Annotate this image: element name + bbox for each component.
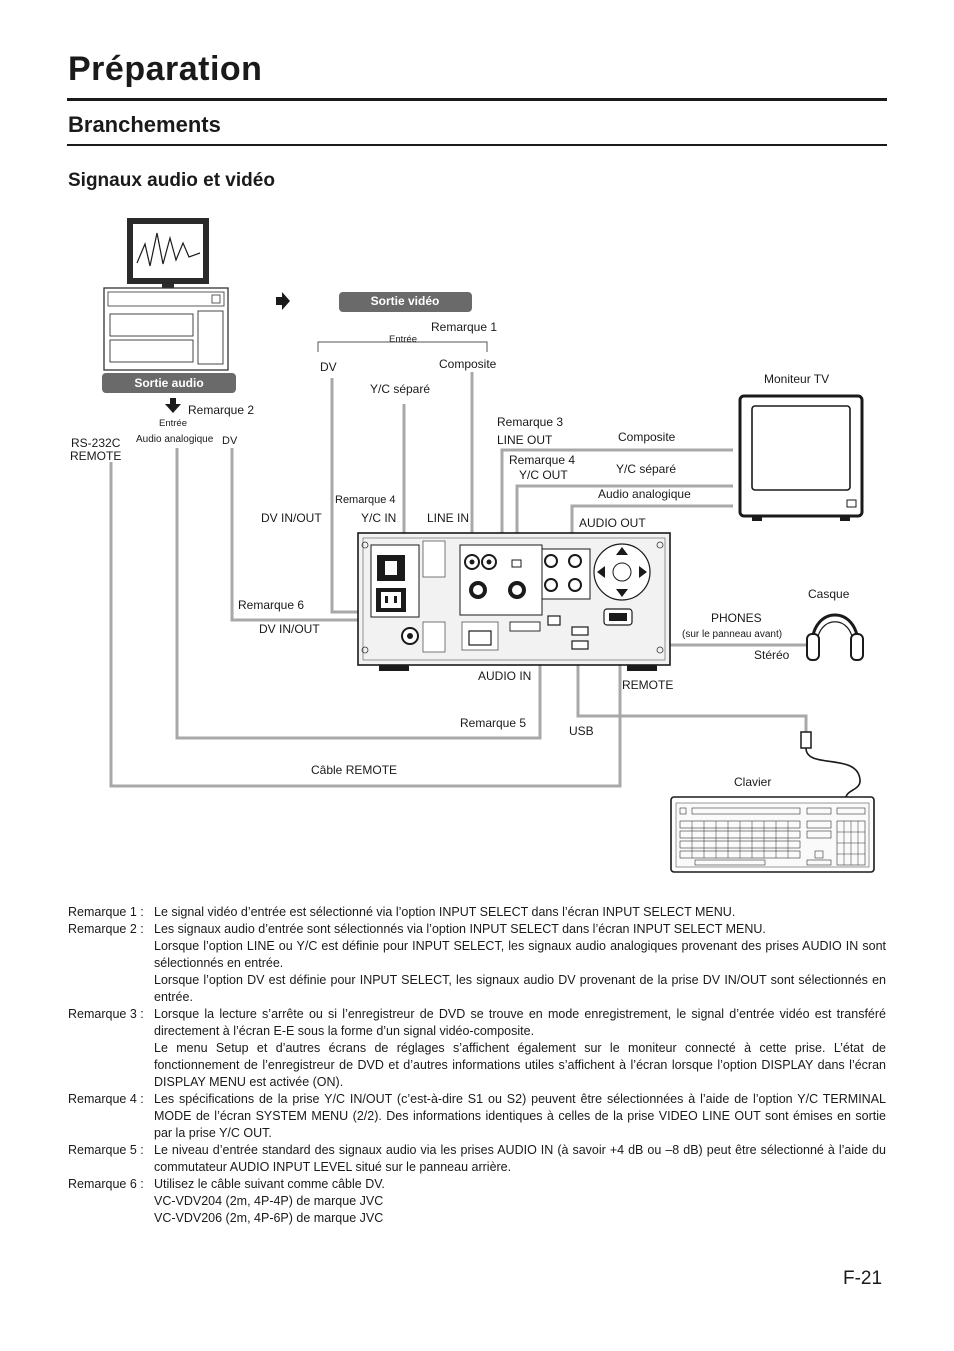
- sortie-video-badge: [339, 292, 472, 312]
- yc-separe-right-label: Y/C séparé: [616, 462, 676, 476]
- note-3: Remarque 3 : Lorsque la lecture s’arrête…: [68, 1006, 886, 1091]
- remote-label: REMOTE: [70, 449, 121, 463]
- composite-top-label: Composite: [439, 357, 497, 371]
- usb-label: USB: [569, 724, 594, 738]
- connection-diagram: Sortie audio Sortie vidéo Entrée Remarqu…: [70, 218, 875, 873]
- sortie-audio-badge: [102, 373, 236, 393]
- cable-dv-left: [230, 448, 360, 622]
- remarque-6-label: Remarque 6: [238, 598, 304, 612]
- clavier-label: Clavier: [734, 775, 771, 789]
- note-paragraph: Utilisez le câble suivant comme câble DV…: [154, 1177, 385, 1191]
- sortie-audio-label: Sortie audio: [134, 376, 203, 390]
- yc-separe-top-label: Y/C séparé: [370, 382, 430, 396]
- note-body: Utilisez le câble suivant comme câble DV…: [154, 1176, 886, 1227]
- audio-analogique-small-label: Audio analogique: [136, 434, 214, 445]
- remarque-1-label: Remarque 1: [431, 320, 497, 334]
- line-in-label: LINE IN: [427, 511, 469, 525]
- keyboard-icon: [670, 796, 875, 873]
- note-6: Remarque 6 : Utilisez le câble suivant c…: [68, 1176, 886, 1227]
- moniteur-tv-label: Moniteur TV: [764, 372, 829, 386]
- note-paragraph: Lorsque l’option LINE ou Y/C est définie…: [154, 939, 886, 970]
- remarque-5-label: Remarque 5: [460, 716, 526, 730]
- note-paragraph: Les signaux audio d’entrée sont sélectio…: [154, 922, 766, 936]
- note-label: Remarque 3 :: [68, 1007, 144, 1021]
- audio-analogique-right-label: Audio analogique: [598, 487, 691, 501]
- composite-right-label: Composite: [618, 430, 676, 444]
- phones-label: PHONES: [711, 611, 762, 625]
- note-body: Le signal vidéo d’entrée est sélectionné…: [154, 904, 886, 921]
- note-paragraph: Lorsque la lecture s’arrête ou si l’enre…: [154, 1007, 886, 1038]
- note-paragraph: Le menu Setup et d’autres écrans de régl…: [154, 1041, 886, 1089]
- note-body: Les spécifications de la prise Y/C IN/OU…: [154, 1091, 886, 1142]
- yc-out-label: Y/C OUT: [519, 468, 568, 482]
- note-paragraph: Le niveau d’entrée standard des signaux …: [154, 1143, 886, 1174]
- sortie-video-label: Sortie vidéo: [371, 294, 440, 308]
- notes-section: Remarque 1 : Le signal vidéo d’entrée es…: [68, 904, 886, 1227]
- dv-in-out-top-label: DV IN/OUT: [261, 511, 322, 525]
- note-body: Lorsque la lecture s’arrête ou si l’enre…: [154, 1006, 886, 1091]
- note-label: Remarque 2 :: [68, 922, 144, 936]
- page-number: F-21: [843, 1268, 883, 1289]
- tv-monitor-icon: [738, 394, 864, 521]
- dv-in-out-bottom-label: DV IN/OUT: [259, 622, 320, 636]
- arrow-down-icon: [165, 398, 181, 413]
- entree-audio-label: Entrée: [159, 418, 187, 429]
- audio-out-label: AUDIO OUT: [579, 516, 646, 530]
- section-heading: Branchements: [68, 112, 221, 137]
- remote-port-label: REMOTE: [622, 678, 673, 692]
- subsection-heading: Signaux audio et vidéo: [68, 170, 275, 191]
- cable-remote-label: Câble REMOTE: [311, 763, 397, 777]
- title-rule: [67, 98, 887, 101]
- cable-usb: [576, 650, 808, 736]
- section-rule: [67, 144, 887, 146]
- casque-label: Casque: [808, 587, 850, 601]
- note-2: Remarque 2 : Les signaux audio d’entrée …: [68, 921, 886, 1006]
- note-label: Remarque 1 :: [68, 905, 144, 919]
- page-title: Préparation: [68, 50, 263, 88]
- dvd-recorder-rear-panel: [357, 532, 671, 671]
- entree-video-label: Entrée: [389, 334, 417, 345]
- note-body: Le niveau d’entrée standard des signaux …: [154, 1142, 886, 1176]
- computer-icon: [103, 218, 229, 371]
- remarque-4-left-label: Remarque 4: [335, 494, 396, 506]
- line-out-label: LINE OUT: [497, 433, 553, 447]
- note-body: Les signaux audio d’entrée sont sélectio…: [154, 921, 886, 1006]
- note-1: Remarque 1 : Le signal vidéo d’entrée es…: [68, 904, 886, 921]
- cable-remote: [109, 462, 622, 788]
- remarque-2-label: Remarque 2: [188, 403, 254, 417]
- remarque-3-label: Remarque 3: [497, 415, 563, 429]
- stereo-label: Stéréo: [754, 648, 790, 662]
- phones-sub-label: (sur le panneau avant): [682, 629, 782, 640]
- note-paragraph: Lorsque l’option DV est définie pour INP…: [154, 973, 886, 1004]
- yc-in-label: Y/C IN: [361, 511, 396, 525]
- audio-in-label: AUDIO IN: [478, 669, 531, 683]
- note-paragraph: VC-VDV206 (2m, 4P-6P) de marque JVC: [154, 1211, 384, 1225]
- cable-line-out-composite: [500, 448, 733, 560]
- headphones-icon: [806, 613, 864, 661]
- video-input-bracket: [317, 341, 488, 352]
- note-label: Remarque 4 :: [68, 1092, 144, 1106]
- note-label: Remarque 5 :: [68, 1143, 144, 1157]
- note-paragraph: Les spécifications de la prise Y/C IN/OU…: [154, 1092, 886, 1140]
- arrow-right-icon: [276, 292, 290, 310]
- note-paragraph: VC-VDV204 (2m, 4P-4P) de marque JVC: [154, 1194, 384, 1208]
- dv-small-label: DV: [222, 435, 238, 447]
- note-5: Remarque 5 : Le niveau d’entrée standard…: [68, 1142, 886, 1176]
- remarque-4-top-label: Remarque 4: [509, 453, 575, 467]
- rs232c-label: RS-232C: [71, 436, 121, 450]
- note-label: Remarque 6 :: [68, 1177, 144, 1191]
- note-paragraph: Le signal vidéo d’entrée est sélectionné…: [154, 905, 736, 919]
- note-4: Remarque 4 : Les spécifications de la pr…: [68, 1091, 886, 1142]
- dv-top-label: DV: [320, 360, 337, 374]
- keyboard-plug-icon: [800, 731, 861, 799]
